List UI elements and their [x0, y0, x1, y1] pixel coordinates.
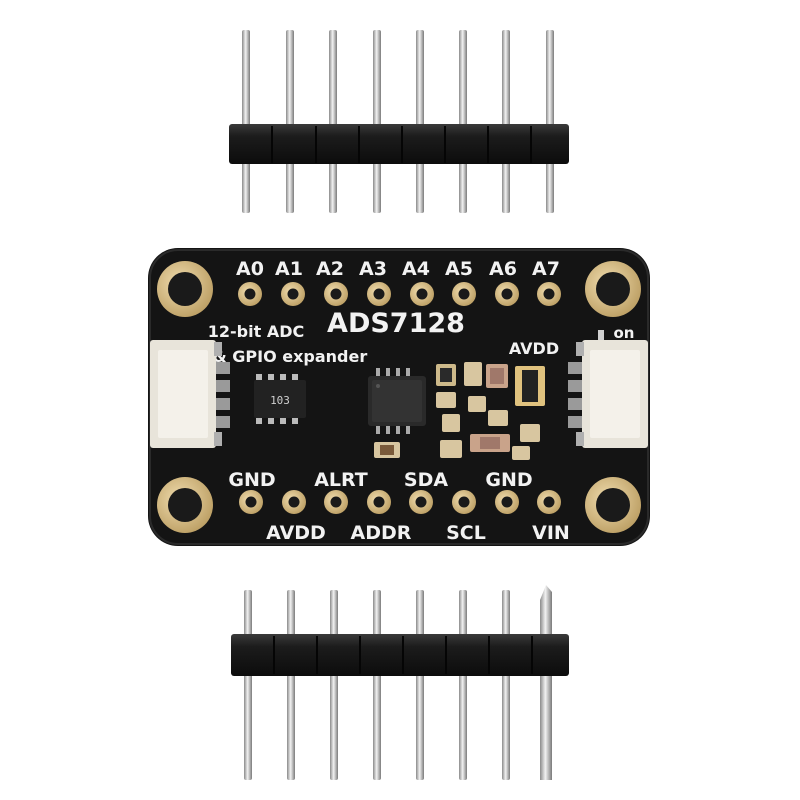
pin-label-a3: A3: [359, 258, 387, 280]
board-title: ADS7128: [327, 308, 465, 339]
left-stemma-connector: [150, 340, 230, 448]
pin-label-a6: A6: [489, 258, 517, 280]
pin-label-a0: A0: [236, 258, 264, 280]
top-header-body: [229, 124, 569, 164]
bottom-pin-header: [231, 585, 569, 780]
board-description-line1: 12-bit ADC: [208, 322, 304, 341]
bottom-header-pins: [244, 585, 552, 780]
pin-label-avdd: AVDD: [266, 522, 326, 544]
pin-label-alrt: ALRT: [314, 469, 368, 491]
pin-label-gnd-right: GND: [485, 469, 532, 491]
power-led-label: on: [614, 324, 635, 342]
breakout-board: A7 A6 A5 A4 A3 A2 A1 A0 ADS7128 12-bit A…: [148, 248, 650, 546]
pin-label-vin: VIN: [532, 522, 570, 544]
pin-label-a7: A7: [532, 258, 560, 280]
top-pin-header: [229, 30, 569, 213]
pin-label-sda: SDA: [404, 469, 448, 491]
passive-components: [374, 330, 604, 460]
adc-chip: [368, 368, 426, 434]
left-small-ic: 103: [254, 374, 306, 424]
pin-label-a5: A5: [445, 258, 473, 280]
top-pin-pads: [238, 282, 561, 306]
pin-label-gnd-left: GND: [228, 469, 275, 491]
bottom-pin-pads: [239, 490, 561, 514]
pin-label-a1: A1: [275, 258, 303, 280]
bottom-header-body: [231, 634, 569, 676]
right-stemma-connector: [568, 340, 648, 448]
avdd-silkscreen-label: AVDD: [509, 339, 559, 358]
top-pin-labels: A7 A6 A5 A4 A3 A2 A1 A0: [236, 258, 560, 280]
pin-label-a2: A2: [316, 258, 344, 280]
top-header-pins: [242, 30, 554, 213]
bottom-pin-labels-upper: GND SDA ALRT GND: [228, 469, 532, 491]
pin-label-scl: SCL: [446, 522, 486, 544]
pin-label-a4: A4: [402, 258, 430, 280]
ic-marking: 103: [270, 394, 290, 407]
pin-label-addr: ADDR: [351, 522, 412, 544]
mounting-holes: [157, 261, 641, 533]
bottom-pin-labels-lower: VIN SCL ADDR AVDD: [266, 522, 570, 544]
board-description-line2: & GPIO expander: [213, 347, 368, 366]
